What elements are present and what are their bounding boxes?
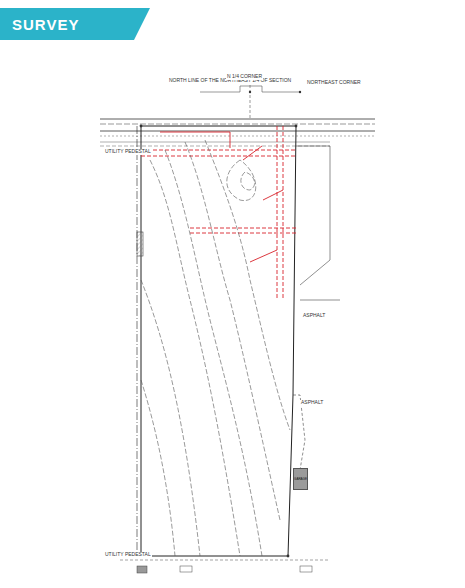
property-boundary: [137, 126, 296, 556]
survey-note: UTILITY PEDESTAL: [104, 552, 152, 558]
building-label: GARAGE: [294, 477, 307, 481]
adjacent-parcel: [137, 146, 340, 470]
contour-lines: [141, 140, 290, 556]
survey-note: UTILITY PEDESTAL: [104, 149, 152, 155]
section-lines: [200, 80, 300, 118]
title-text: SURVEY: [12, 16, 79, 33]
neighbour-parcels: [120, 560, 330, 573]
building-box: GARAGE: [293, 468, 308, 490]
survey-note: N 1/4 CORNER: [226, 74, 263, 80]
survey-note: NORTHEAST CORNER: [306, 80, 362, 86]
easements: [141, 126, 296, 300]
title-banner: SURVEY: [0, 8, 150, 40]
survey-note: ASPHALT: [302, 313, 326, 319]
survey-marks: [140, 91, 302, 558]
survey-note: ASPHALT: [300, 400, 324, 406]
